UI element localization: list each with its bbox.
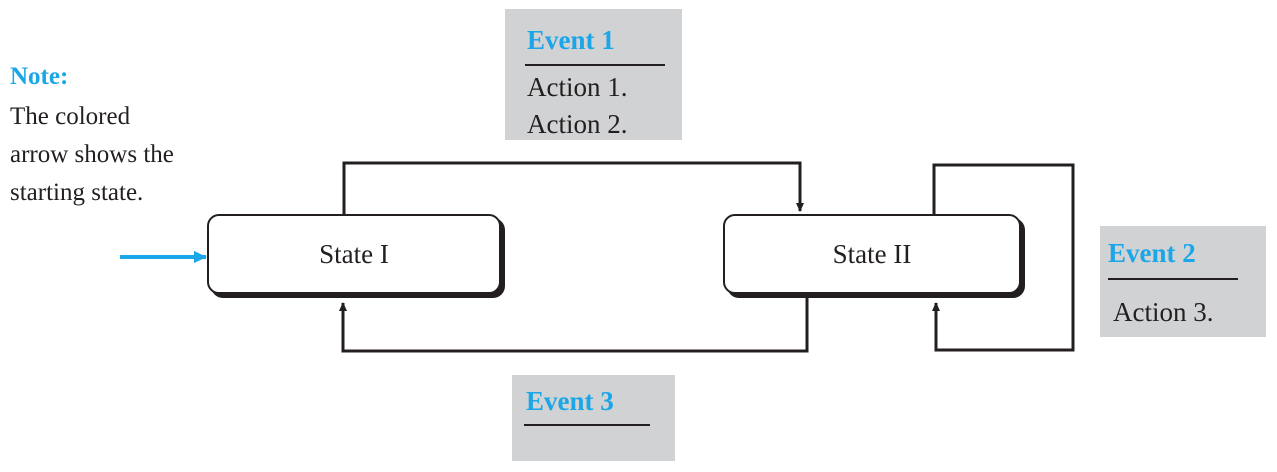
- event-2-title: Event 2: [1108, 238, 1196, 268]
- event-1-title: Event 1: [527, 25, 615, 55]
- transition-event-1: [342, 161, 804, 214]
- event-1-action-1: Action 1.: [527, 72, 628, 102]
- state-1: State I: [207, 214, 501, 294]
- note-title: Note:: [10, 63, 69, 90]
- note-line: arrow shows the: [10, 141, 174, 168]
- event-2-divider: [1108, 278, 1238, 280]
- event-1-action-2: Action 2.: [527, 109, 628, 139]
- event-1-box: Event 1 Action 1. Action 2.: [505, 9, 682, 140]
- state-2-label: State II: [832, 238, 912, 269]
- transition-event-3: [339, 298, 809, 353]
- event-3-title: Event 3: [526, 386, 614, 416]
- state-2: State II: [723, 214, 1021, 294]
- event-2-action-1: Action 3.: [1113, 297, 1214, 327]
- note-text: The colored arrow shows the starting sta…: [10, 98, 250, 212]
- state-1-label: State I: [319, 238, 389, 269]
- event-1-divider: [525, 64, 665, 66]
- event-3-box: Event 3: [512, 375, 675, 461]
- event-2-box: Event 2 Action 3.: [1100, 226, 1266, 337]
- note-line: starting state.: [10, 179, 144, 206]
- note-line: The colored: [10, 103, 131, 130]
- event-3-divider: [524, 424, 650, 426]
- transition-event-2: [932, 163, 1075, 352]
